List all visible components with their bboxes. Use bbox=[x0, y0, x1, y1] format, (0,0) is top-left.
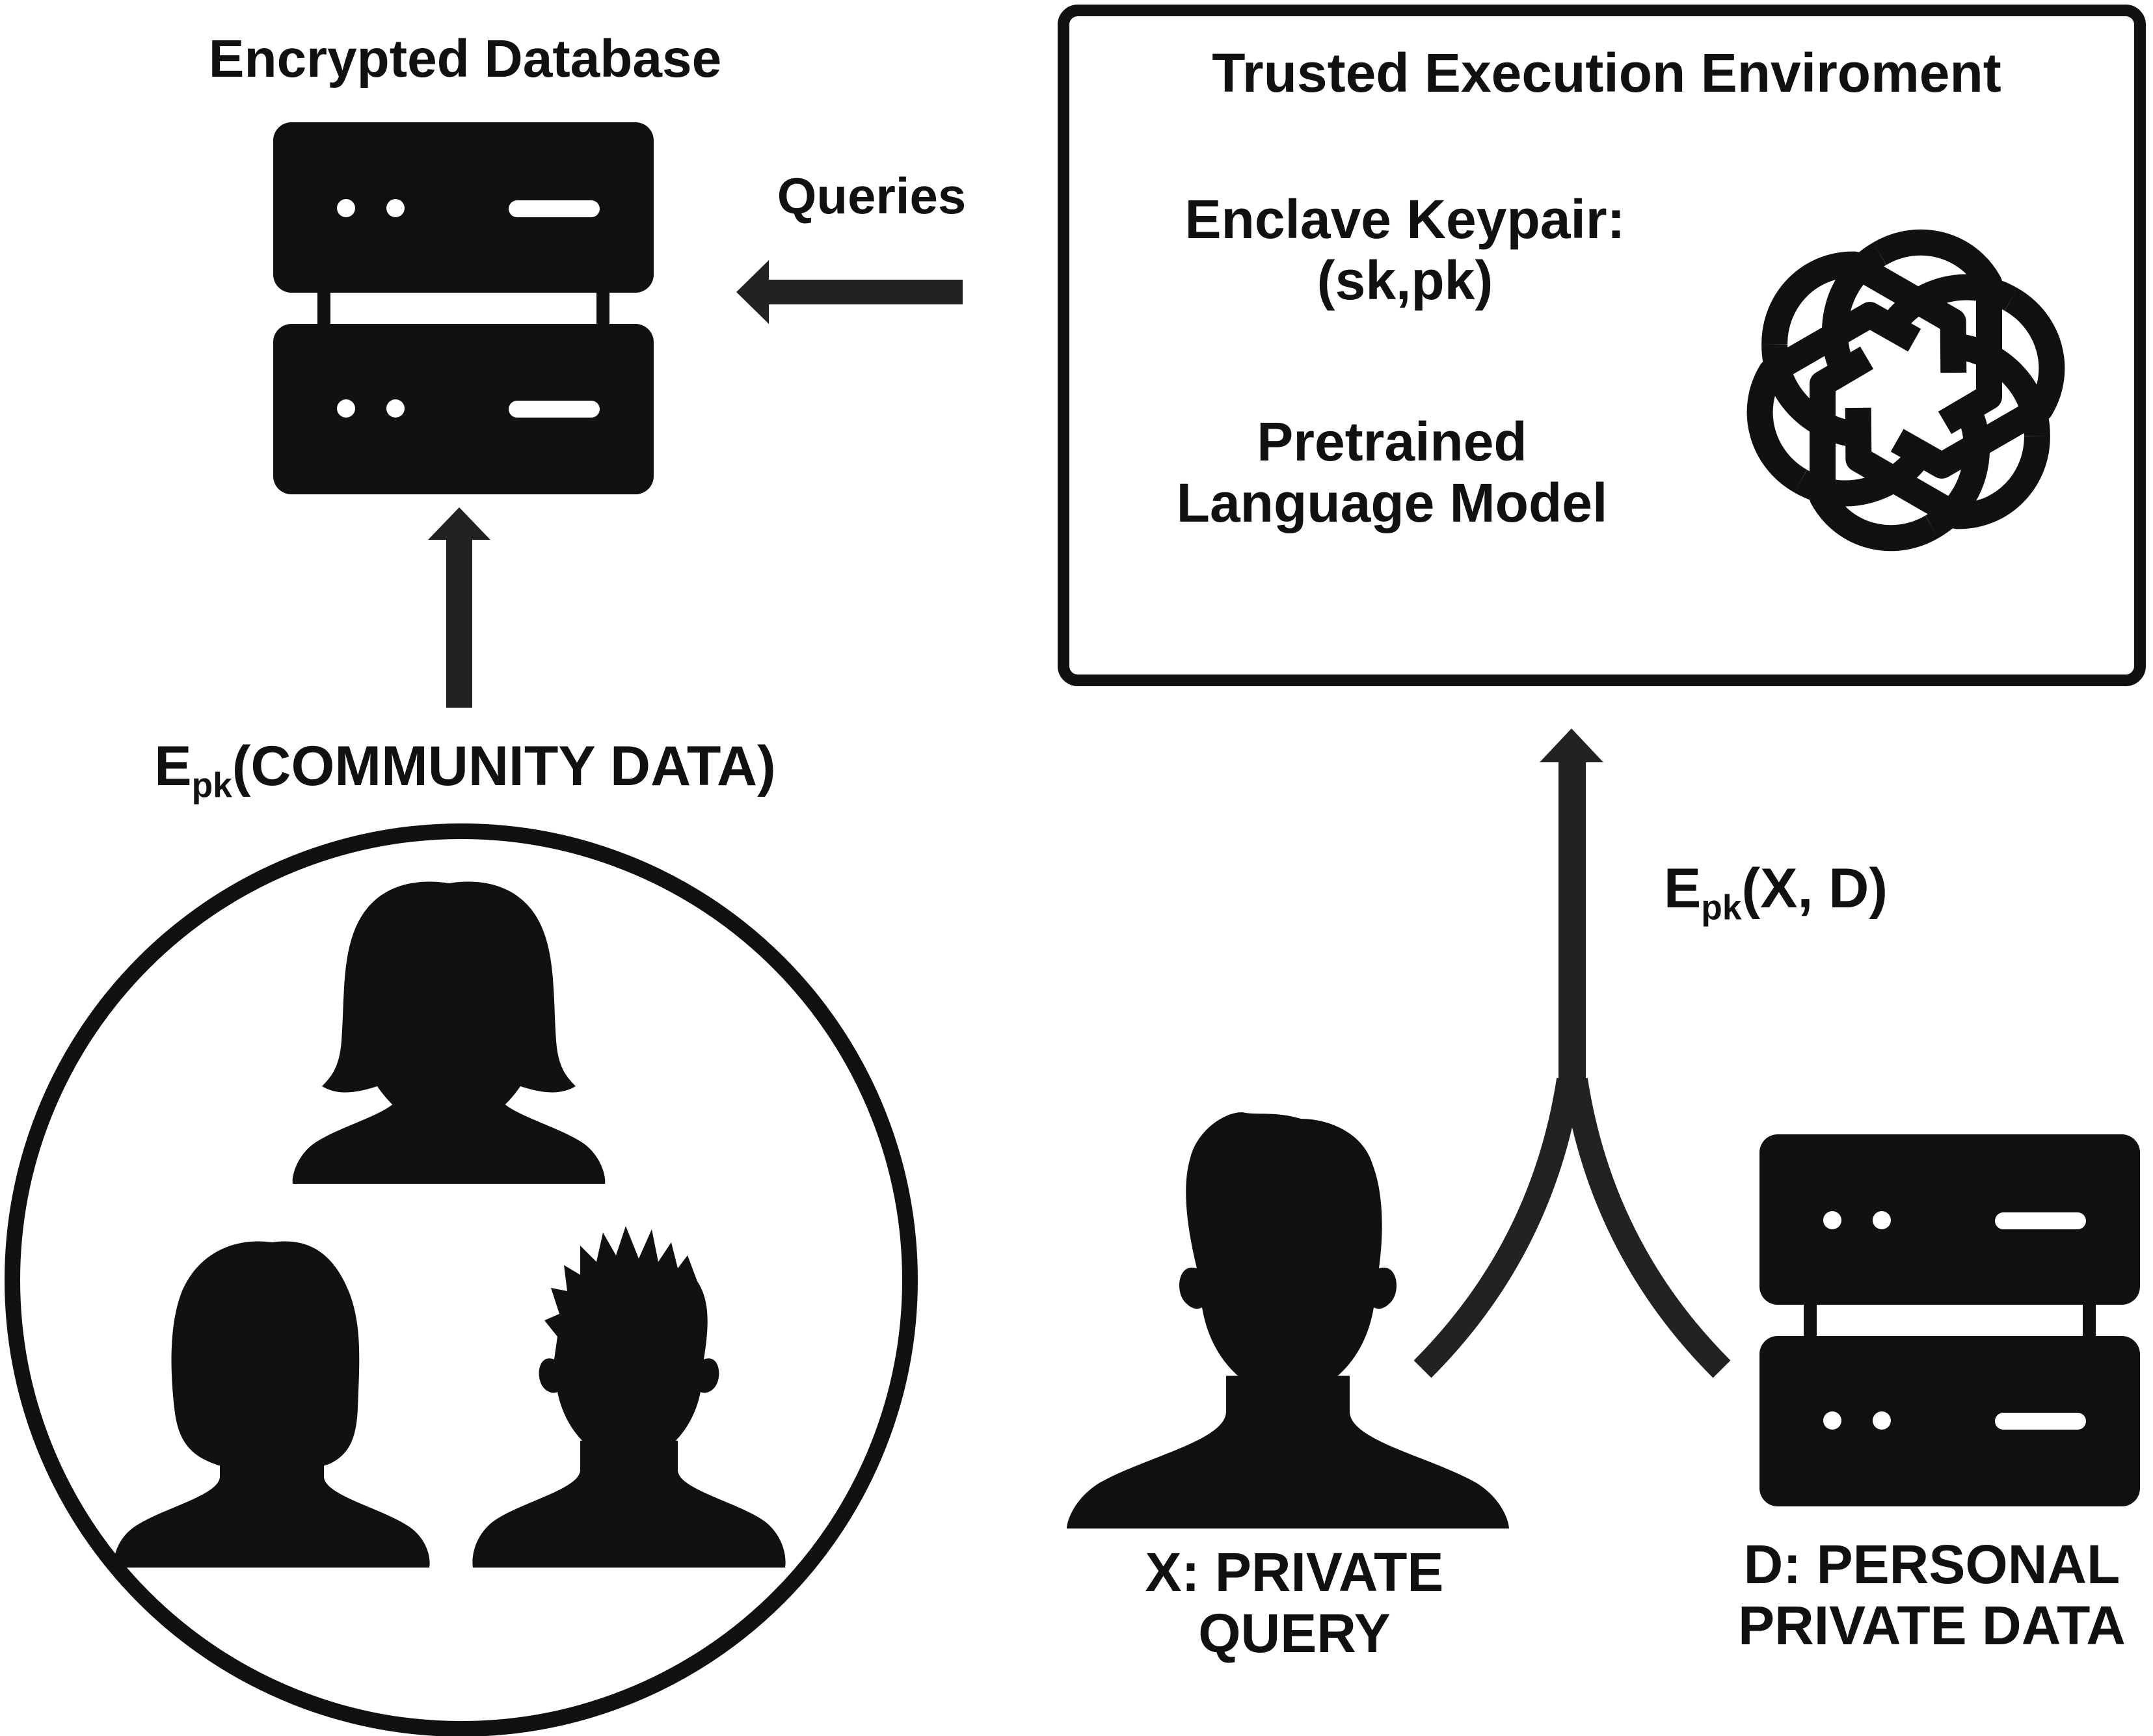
private-query-line-1: X: PRIVATE bbox=[1145, 1542, 1444, 1603]
server-icon bbox=[273, 122, 654, 494]
model-line-1: Pretrained bbox=[1257, 411, 1527, 472]
person-icon bbox=[472, 1226, 786, 1568]
keypair-line-2: (sk,pk) bbox=[1317, 250, 1493, 312]
community-data-text: (COMMUNITY DATA) bbox=[232, 735, 776, 797]
database-title: Encrypted Database bbox=[208, 29, 722, 88]
queries-arrow bbox=[736, 260, 963, 324]
enclave-keypair-label: Enclave Keypair: (sk,pk) bbox=[1106, 189, 1704, 311]
personal-data-label: D: PERSONAL PRIVATE DATA bbox=[1711, 1534, 2153, 1656]
encryption-symbol: E bbox=[1663, 857, 1702, 920]
queries-label: Queries bbox=[777, 167, 967, 224]
input-arrow bbox=[1413, 728, 1731, 1378]
model-line-2: Language Model bbox=[1176, 472, 1608, 534]
community-data-label: Epk(COMMUNITY DATA) bbox=[98, 735, 833, 805]
tee-title: Trusted Execution Enviroment bbox=[1212, 42, 2001, 103]
person-icon bbox=[1067, 1112, 1509, 1529]
encryption-symbol: E bbox=[154, 735, 192, 797]
person-icon bbox=[114, 1241, 430, 1568]
community-circle bbox=[5, 823, 918, 1736]
public-key-subscript: pk bbox=[1701, 888, 1742, 928]
encrypted-input-label: Epk(X, D) bbox=[1623, 857, 1929, 928]
personal-data-line-2: PRIVATE DATA bbox=[1738, 1595, 2126, 1657]
public-key-subscript: pk bbox=[191, 766, 232, 805]
tee-box bbox=[1058, 5, 2146, 686]
server-icon bbox=[1759, 1134, 2140, 1506]
private-query-label: X: PRIVATE QUERY bbox=[1067, 1542, 1522, 1664]
upload-arrow bbox=[428, 507, 490, 708]
personal-data-line-1: D: PERSONAL bbox=[1743, 1534, 2120, 1595]
person-icon bbox=[292, 881, 606, 1184]
language-model-label: Pretrained Language Model bbox=[1106, 411, 1678, 533]
openai-logo-icon bbox=[1746, 229, 2065, 552]
keypair-line-1: Enclave Keypair: bbox=[1184, 189, 1625, 250]
private-query-line-2: QUERY bbox=[1198, 1603, 1391, 1664]
encrypted-input-text: (X, D) bbox=[1741, 857, 1888, 920]
